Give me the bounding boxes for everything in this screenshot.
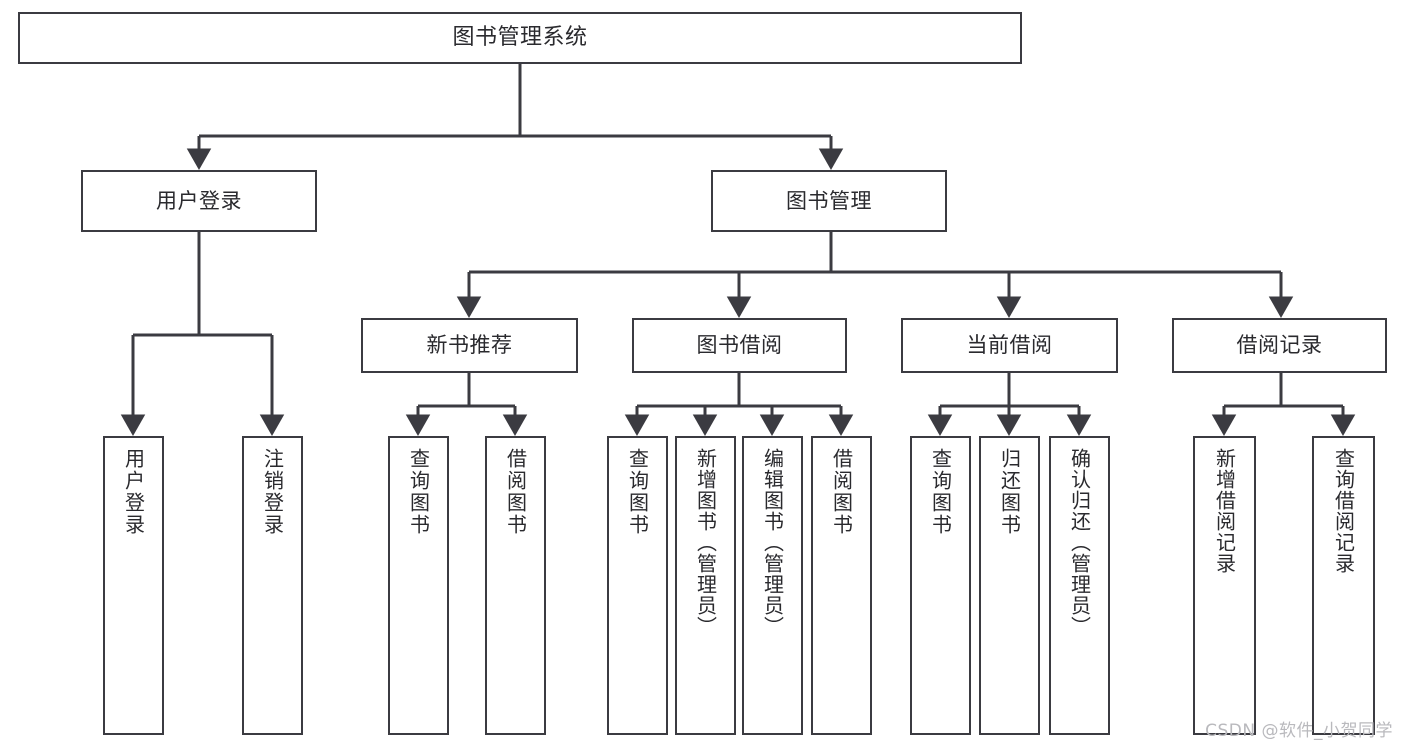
node-label: 当前借阅	[966, 333, 1053, 358]
node-leaf-confirm-return[interactable]: 确认归还（管理员）	[1049, 436, 1110, 735]
csdn-watermark: CSDN @软件_小贺同学	[1205, 721, 1393, 741]
node-label: 图书管理	[786, 188, 872, 213]
node-leaf-borrow-book-2[interactable]: 借阅图书	[811, 436, 872, 735]
node-label: 用户登录	[121, 448, 146, 536]
node-book-manage[interactable]: 图书管理	[711, 170, 947, 232]
node-leaf-edit-book[interactable]: 编辑图书（管理员）	[742, 436, 803, 735]
node-leaf-borrow-book-1[interactable]: 借阅图书	[485, 436, 546, 735]
node-label: 新书推荐	[426, 333, 513, 358]
node-label: 查询借阅记录	[1331, 448, 1356, 574]
node-leaf-add-book[interactable]: 新增图书（管理员）	[675, 436, 736, 735]
node-borrow-record[interactable]: 借阅记录	[1172, 318, 1387, 373]
node-label: 图书借阅	[696, 333, 783, 358]
node-leaf-logout-login[interactable]: 注销登录	[242, 436, 303, 735]
node-label: 借阅记录	[1236, 333, 1323, 358]
node-leaf-user-login[interactable]: 用户登录	[103, 436, 164, 735]
node-label: 借阅图书	[829, 448, 854, 536]
node-current-borrow[interactable]: 当前借阅	[901, 318, 1118, 373]
node-label: 用户登录	[156, 188, 242, 213]
node-leaf-query-book-3[interactable]: 查询图书	[910, 436, 971, 735]
node-leaf-return-book[interactable]: 归还图书	[979, 436, 1040, 735]
node-book-borrow[interactable]: 图书借阅	[632, 318, 847, 373]
node-label: 编辑图书（管理员）	[760, 448, 785, 637]
node-label: 查询图书	[625, 448, 650, 536]
node-new-book-recommend[interactable]: 新书推荐	[361, 318, 578, 373]
node-root-system[interactable]: 图书管理系统	[18, 12, 1022, 64]
node-label: 查询图书	[406, 448, 431, 536]
node-leaf-query-record[interactable]: 查询借阅记录	[1312, 436, 1375, 735]
node-label: 确认归还（管理员）	[1067, 448, 1092, 637]
node-label: 查询图书	[928, 448, 953, 536]
node-leaf-query-book-2[interactable]: 查询图书	[607, 436, 668, 735]
node-leaf-query-book-1[interactable]: 查询图书	[388, 436, 449, 735]
node-label: 注销登录	[260, 448, 285, 536]
node-label: 借阅图书	[503, 448, 528, 536]
node-label: 新增借阅记录	[1212, 448, 1237, 574]
node-label: 图书管理系统	[452, 25, 588, 51]
node-user-login[interactable]: 用户登录	[81, 170, 317, 232]
node-label: 归还图书	[997, 448, 1022, 536]
node-leaf-add-record[interactable]: 新增借阅记录	[1193, 436, 1256, 735]
node-label: 新增图书（管理员）	[693, 448, 718, 637]
